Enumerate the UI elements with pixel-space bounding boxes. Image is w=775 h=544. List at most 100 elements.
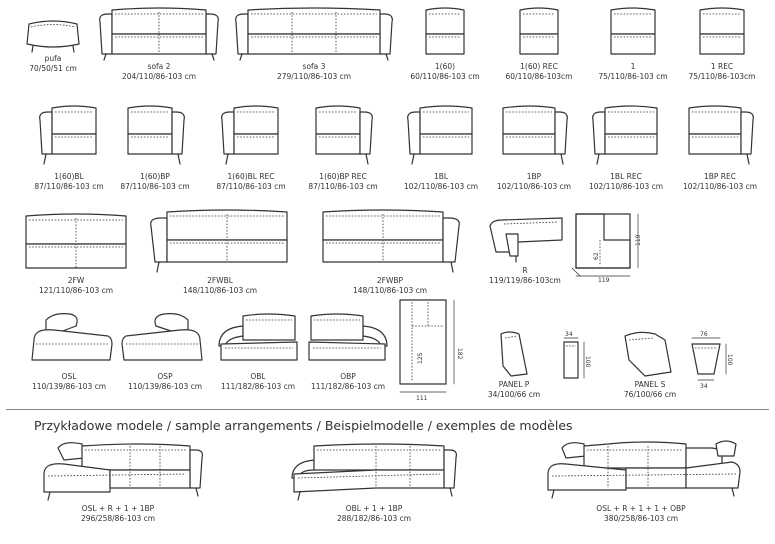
product-name: 1(60)BP [140, 172, 170, 181]
product-dims: 76/100/66 cm [623, 390, 677, 399]
product-name: 1BP [526, 172, 542, 181]
arrangement-dims: 288/182/86-103 cm [336, 514, 412, 523]
arrangement-3: OSL + R + 1 + 1 + OBP 380/258/86-103 cm [534, 434, 748, 524]
module-1-rec-drawing [699, 7, 745, 55]
panel-s-bottom-label: 34 [700, 383, 708, 390]
product-dims: 60/110/86-103 cm [410, 72, 480, 81]
product-1-60-rec: 1(60) REC 60/110/86-103cm [493, 4, 585, 82]
module-osl-drawing [31, 313, 113, 361]
product-dims: 121/110/86-103 cm [38, 286, 114, 295]
panel-p-drawing [500, 331, 528, 377]
section-title: Przykładowe modele / sample arrangements… [34, 418, 573, 433]
product-dims: 102/110/86-103 cm [496, 182, 572, 191]
product-dims: 119/119/86-103cm [489, 276, 561, 285]
product-1bl: 1BL 102/110/86-103 cm [394, 100, 488, 192]
product-dims: 102/110/86-103 cm [682, 182, 758, 191]
product-dims: 34/100/66 cm [487, 390, 541, 399]
product-dims: 111/182/86-103 cm [310, 382, 386, 391]
product-name: 2FWBL [207, 276, 233, 285]
product-panel-s: PANEL S 76/100/66 cm [610, 326, 690, 400]
module-1bp-drawing [502, 105, 568, 165]
product-2fwbp: 2FWBP 148/110/86-103 cm [316, 204, 464, 296]
sofa-2-drawing [99, 7, 219, 61]
module-1-60-bp-drawing [127, 105, 185, 165]
r-plan-view: 119 119 62 [570, 210, 646, 282]
module-1-drawing [610, 7, 656, 55]
product-name: 1(60) REC [520, 62, 558, 71]
product-dims: 75/110/86-103 cm [598, 72, 668, 81]
r-plan-drawing: 119 119 62 [571, 213, 642, 282]
product-name: 1(60)BP REC [319, 172, 367, 181]
panel-s-width-label: 76 [700, 331, 708, 338]
product-name: sofa 3 [302, 62, 326, 71]
product-1bl-rec: 1BL REC 102/110/86-103 cm [580, 100, 672, 192]
r-width-label: 119 [598, 277, 610, 282]
product-1bp-rec: 1BP REC 102/110/86-103 cm [673, 100, 767, 192]
ob-plan-view: 111 182 125 [392, 296, 468, 406]
product-1-60-bl-rec: 1(60)BL REC 87/110/86-103 cm [214, 100, 288, 192]
module-1-60-bl-drawing [39, 105, 97, 165]
product-dims: 111/182/86-103 cm [220, 382, 296, 391]
product-dims: 87/110/86-103 cm [216, 182, 286, 191]
product-dims: 110/139/86-103 cm [127, 382, 203, 391]
panel-p-plan-view: 34 100 [556, 330, 596, 384]
arrangement-name: OSL + R + 1 + 1 + OBP [596, 504, 686, 513]
arrangement-name: OSL + R + 1 + 1BP [81, 504, 155, 513]
module-1-60-rec-drawing [519, 7, 559, 55]
module-1-60-drawing [425, 7, 465, 55]
arrangement-dims: 380/258/86-103 cm [603, 514, 679, 523]
sofa-3-drawing [235, 7, 393, 61]
product-dims: 148/110/86-103 cm [182, 286, 258, 295]
product-osp: OSP 110/139/86-103 cm [120, 308, 210, 392]
ob-inner-label: 125 [417, 352, 424, 364]
panel-s-depth-label: 100 [726, 354, 733, 366]
product-name: sofa 2 [147, 62, 171, 71]
arrangement-2-drawing [291, 443, 457, 501]
product-dims: 75/110/86-103cm [688, 72, 756, 81]
product-name: 1(60)BL [54, 172, 84, 181]
product-name: R [522, 266, 528, 275]
module-1bp-rec-drawing [688, 105, 754, 165]
module-2fwbl-drawing [150, 209, 288, 273]
panel-p-width-label: 34 [565, 331, 573, 338]
product-r: R 119/119/86-103cm [480, 212, 570, 286]
arrangement-1: OSL + R + 1 + 1BP 296/258/86-103 cm [28, 436, 208, 524]
arrangement-1-drawing [43, 442, 203, 501]
product-dims: 87/110/86-103 cm [34, 182, 104, 191]
module-2fw-drawing [25, 213, 127, 269]
product-name: 1BL [433, 172, 449, 181]
product-2fw: 2FW 121/110/86-103 cm [20, 210, 132, 296]
product-name: 1BP REC [703, 172, 736, 181]
product-obl: OBL 111/182/86-103 cm [212, 306, 304, 392]
arrangement-3-drawing [547, 440, 741, 499]
product-1-60: 1(60) 60/110/86-103 cm [400, 4, 490, 82]
r-depth-label: 119 [635, 234, 642, 246]
product-1: 1 75/110/86-103 cm [588, 4, 678, 82]
product-name: 1(60) [434, 62, 456, 71]
pufa-drawing [26, 20, 80, 53]
product-name: 1 REC [710, 62, 734, 71]
product-osl: OSL 110/139/86-103 cm [22, 308, 116, 392]
arrangement-name: OBL + 1 + 1BP [345, 504, 403, 513]
product-name: PANEL P [498, 380, 530, 389]
product-2fwbl: 2FWBL 148/110/86-103 cm [146, 204, 294, 296]
product-1bp: 1BP 102/110/86-103 cm [488, 100, 580, 192]
arrangement-dims: 296/258/86-103 cm [80, 514, 156, 523]
product-1-rec: 1 REC 75/110/86-103cm [679, 4, 765, 82]
product-name: 1BL REC [610, 172, 642, 181]
product-dims: 102/110/86-103 cm [588, 182, 664, 191]
module-2fwbp-drawing [322, 209, 460, 273]
module-r-drawing [489, 217, 563, 263]
module-1-60-bp-rec-drawing [315, 105, 373, 165]
product-name: OSL [61, 372, 77, 381]
product-dims: 87/110/86-103 cm [120, 182, 190, 191]
product-panel-p: PANEL P 34/100/66 cm [476, 326, 552, 400]
module-osp-drawing [121, 313, 203, 361]
arrangement-2: OBL + 1 + 1BP 288/182/86-103 cm [284, 436, 464, 524]
product-name: 2FWBP [376, 276, 404, 285]
product-sofa-2: sofa 2 204/110/86-103 cm [92, 4, 226, 82]
product-name: PANEL S [634, 380, 666, 389]
product-name: OBP [340, 372, 356, 381]
product-name: 2FW [67, 276, 85, 285]
panel-s-plan-drawing: 76 100 34 [691, 331, 733, 390]
